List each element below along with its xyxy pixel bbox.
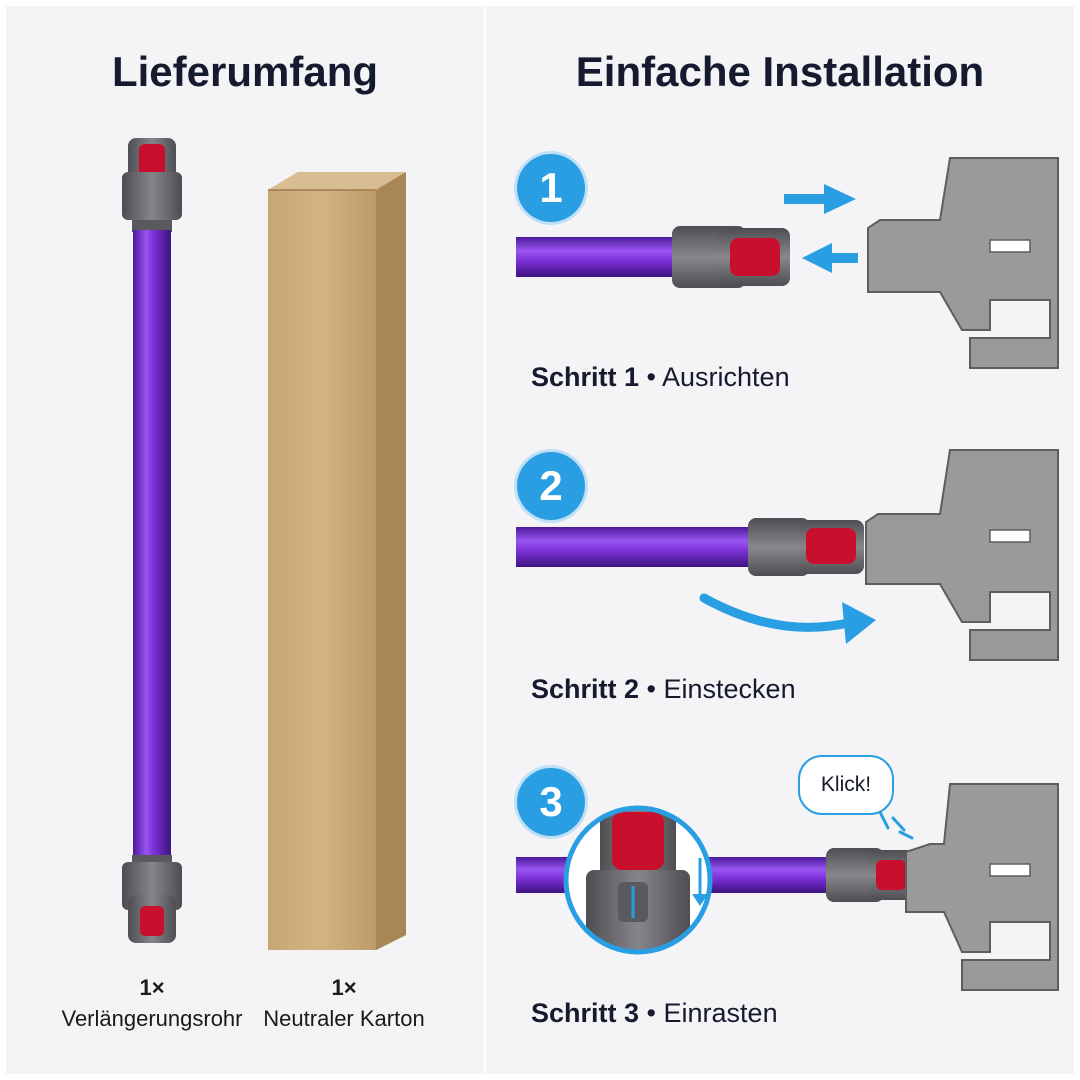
step-1-badge: 1 bbox=[517, 154, 585, 222]
curved-arrow-icon bbox=[699, 593, 876, 644]
extension-tube-image bbox=[122, 138, 182, 943]
cardboard-box-image bbox=[268, 172, 406, 950]
step-2-action: Einstecken bbox=[663, 674, 796, 704]
click-sound-lines-icon bbox=[878, 810, 914, 840]
magnifier-ring bbox=[563, 805, 713, 955]
box-label: Neutraler Karton bbox=[263, 1006, 425, 1031]
box-quantity: 1× bbox=[331, 975, 357, 1000]
step-2-separator: • bbox=[646, 674, 656, 704]
step-3-title: Schritt 3 bbox=[531, 998, 640, 1028]
panel-divider bbox=[484, 6, 486, 1074]
step-2-illustration bbox=[516, 449, 1059, 661]
step-1-caption: Schritt 1 • Ausrichten bbox=[531, 362, 790, 393]
step-1-separator: • bbox=[646, 362, 656, 392]
contents-title: Lieferumfang bbox=[111, 48, 379, 95]
vacuum-handle-image bbox=[905, 783, 1059, 991]
step-2-caption: Schritt 2 • Einstecken bbox=[531, 674, 796, 705]
step-2-badge: 2 bbox=[517, 452, 585, 520]
click-speech-bubble: Klick! bbox=[798, 755, 894, 815]
step-3-illustration bbox=[516, 783, 1059, 991]
vacuum-handle-image bbox=[865, 449, 1059, 661]
magnifier-latch-detail bbox=[566, 808, 710, 952]
step-3-caption: Schritt 3 • Einrasten bbox=[531, 998, 778, 1029]
step-1-title: Schritt 1 bbox=[531, 362, 640, 392]
tube-label: Verlängerungsrohr bbox=[61, 1006, 243, 1031]
step-3-separator: • bbox=[646, 998, 656, 1028]
step-3-action: Einrasten bbox=[663, 998, 778, 1028]
tube-quantity: 1× bbox=[139, 975, 165, 1000]
step-1-action: Ausrichten bbox=[662, 362, 790, 392]
step-2-title: Schritt 2 bbox=[531, 674, 640, 704]
arrow-right-icon bbox=[784, 184, 856, 214]
step-3-badge: 3 bbox=[517, 768, 585, 836]
installation-title: Einfache Installation bbox=[575, 48, 985, 95]
step-1-illustration bbox=[516, 157, 1059, 369]
vacuum-handle-image bbox=[867, 157, 1059, 369]
arrow-left-icon bbox=[802, 243, 858, 273]
